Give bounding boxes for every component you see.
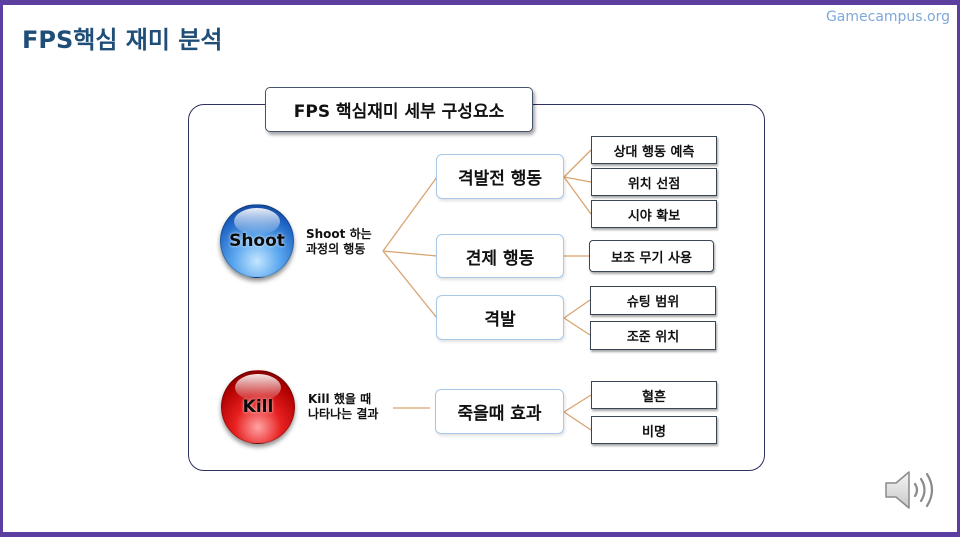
shoot-caption-line-2: 과정의 행동	[306, 242, 366, 256]
shoot-sphere-label: Shoot	[229, 231, 285, 251]
connector-shoot-branch-2	[382, 250, 438, 257]
item-box: 상대 행동 예측	[591, 136, 717, 164]
item-box: 보조 무기 사용	[589, 240, 714, 272]
connector-kill-branch-item-2	[563, 411, 592, 431]
connector-branch-3-item-1	[563, 299, 591, 319]
item-box: 비명	[591, 416, 717, 444]
item-box: 슈팅 범위	[590, 286, 716, 315]
kill-sphere: Kill	[221, 370, 295, 444]
speaker-icon[interactable]	[884, 469, 940, 511]
item-box: 시야 확보	[591, 200, 717, 228]
kill-caption: Kill 했을 때 나타나는 결과	[308, 392, 378, 422]
item-box: 조준 위치	[590, 321, 716, 350]
connector-kill-branch-item-1	[563, 394, 592, 413]
branch-box-death-effect: 죽을때 효과	[435, 389, 564, 434]
connector-branch-3-item-2	[563, 317, 591, 336]
shoot-caption-line-1: Shoot 하는	[306, 227, 372, 241]
connector-branch-1-item-2	[563, 176, 592, 183]
connector-branch-1-item-1	[563, 149, 592, 178]
item-box: 혈흔	[591, 381, 717, 409]
branch-box-pre-fire: 격발전 행동	[436, 154, 564, 199]
branch-box-suppress: 견제 행동	[436, 234, 564, 278]
shoot-caption: Shoot 하는 과정의 행동	[306, 227, 372, 257]
item-box: 위치 선점	[591, 168, 717, 196]
connector-shoot-branch-3	[382, 250, 438, 319]
kill-sphere-label: Kill	[242, 397, 274, 417]
connector-shoot-branch-1	[382, 176, 438, 252]
slide-title: FPS핵심 재미 분석	[22, 26, 223, 54]
branch-box-fire: 격발	[436, 295, 564, 340]
kill-caption-line-1: Kill 했을 때	[308, 392, 372, 406]
connector-branch-1-item-3	[563, 176, 592, 215]
shoot-sphere: Shoot	[220, 204, 294, 278]
kill-caption-line-2: 나타나는 결과	[308, 407, 379, 421]
site-watermark: Gamecampus.org	[825, 9, 950, 25]
diagram-header: FPS 핵심재미 세부 구성요소	[265, 87, 533, 132]
